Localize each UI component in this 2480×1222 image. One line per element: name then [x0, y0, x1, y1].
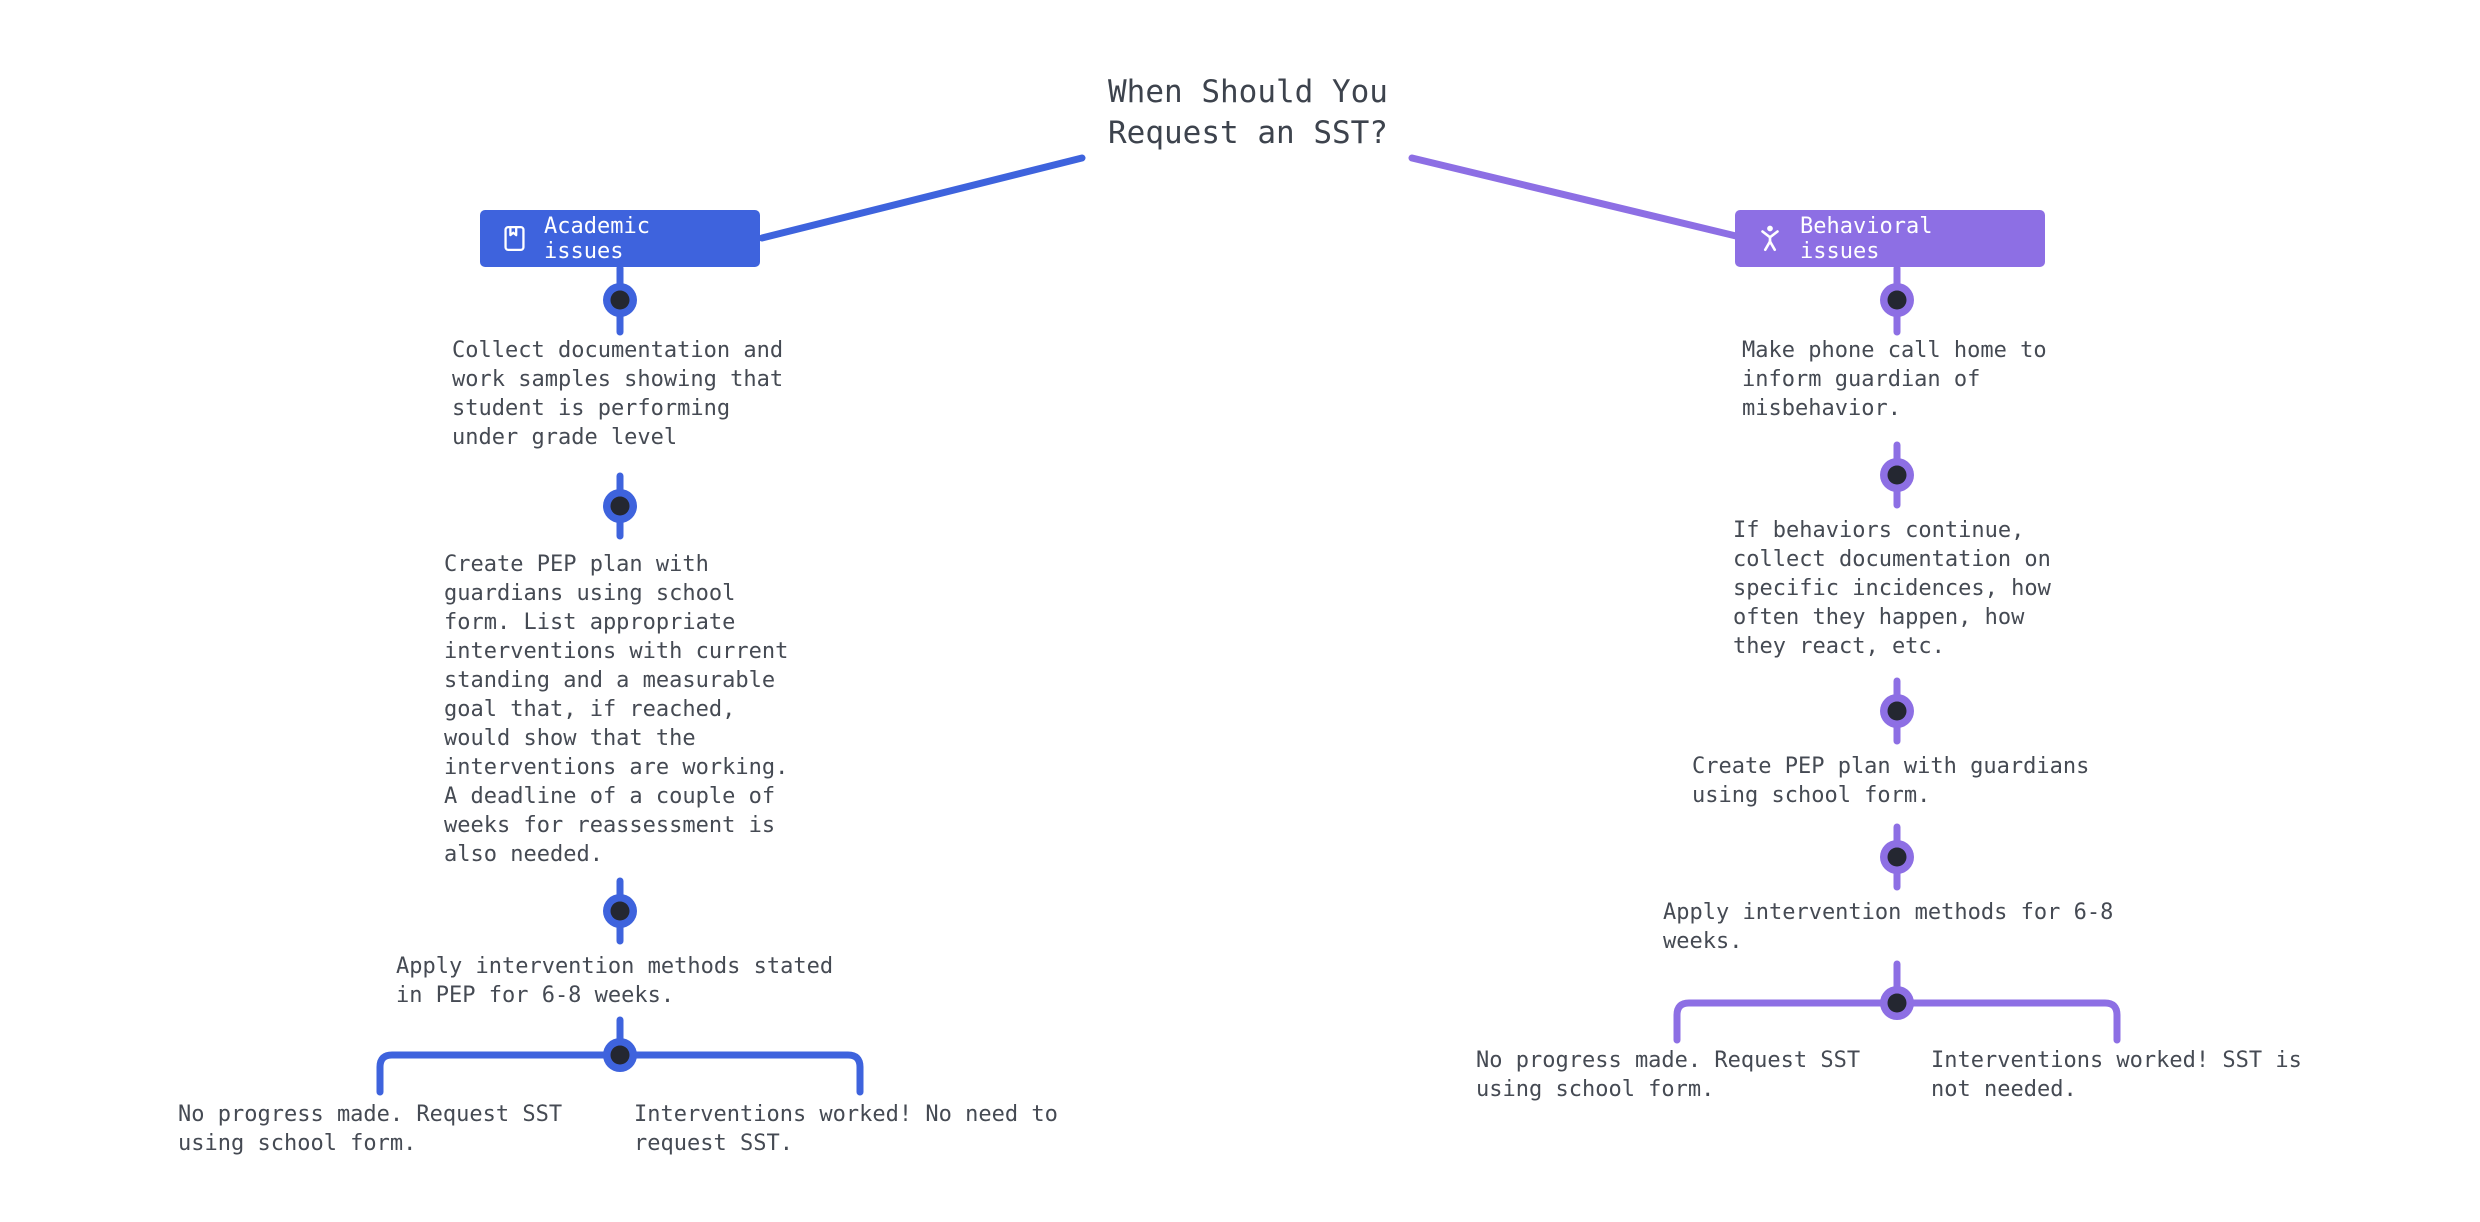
book-icon	[504, 225, 525, 252]
edge-title-to-behavioral	[1408, 154, 1740, 240]
edge-title-to-academic	[758, 154, 1086, 242]
academic-outcome-no-progress: No progress made. Request SST using scho…	[178, 1102, 563, 1156]
academic-outcome-worked: Interventions worked! No need to request…	[634, 1102, 1058, 1156]
connector-node	[1880, 458, 1914, 492]
behavioral-nodes	[1880, 283, 1914, 1020]
behavioral-outcome-no-progress: No progress made. Request SST using scho…	[1476, 1048, 1861, 1102]
accessibility-icon	[1761, 225, 1779, 251]
academic-nodes	[603, 283, 637, 1072]
connector-node	[1880, 986, 1914, 1020]
academic-step-3: Apply intervention methods stated in PEP…	[396, 954, 834, 1008]
connector-node	[603, 283, 637, 317]
branch-badge-label: Academic issues	[544, 213, 650, 264]
academic-step-2: Create PEP plan with guardians using sch…	[444, 552, 789, 867]
behavioral-step-3: Create PEP plan with guardians using sch…	[1692, 754, 2090, 808]
connector-node	[603, 894, 637, 928]
behavioral-outcome-worked: Interventions worked! SST is not needed.	[1931, 1048, 2302, 1102]
connector-node	[1880, 283, 1914, 317]
connector-node	[603, 489, 637, 523]
connector-node	[1880, 694, 1914, 728]
connector-node	[603, 1038, 637, 1072]
connector-node	[1880, 840, 1914, 874]
branch-badge-label: Behavioral issues	[1800, 213, 1933, 264]
branch-badge-academic[interactable]: Academic issues	[480, 210, 760, 267]
behavioral-step-2: If behaviors continue, collect documenta…	[1733, 518, 2051, 659]
behavioral-step-1: Make phone call home to inform guardian …	[1742, 338, 2047, 421]
academic-step-1: Collect documentation and work samples s…	[452, 338, 784, 450]
behavioral-step-4: Apply intervention methods for 6-8 weeks…	[1663, 900, 2114, 954]
diagram-title: When Should You Request an SST?	[1108, 74, 1388, 151]
branch-badge-behavioral[interactable]: Behavioral issues	[1735, 210, 2045, 267]
